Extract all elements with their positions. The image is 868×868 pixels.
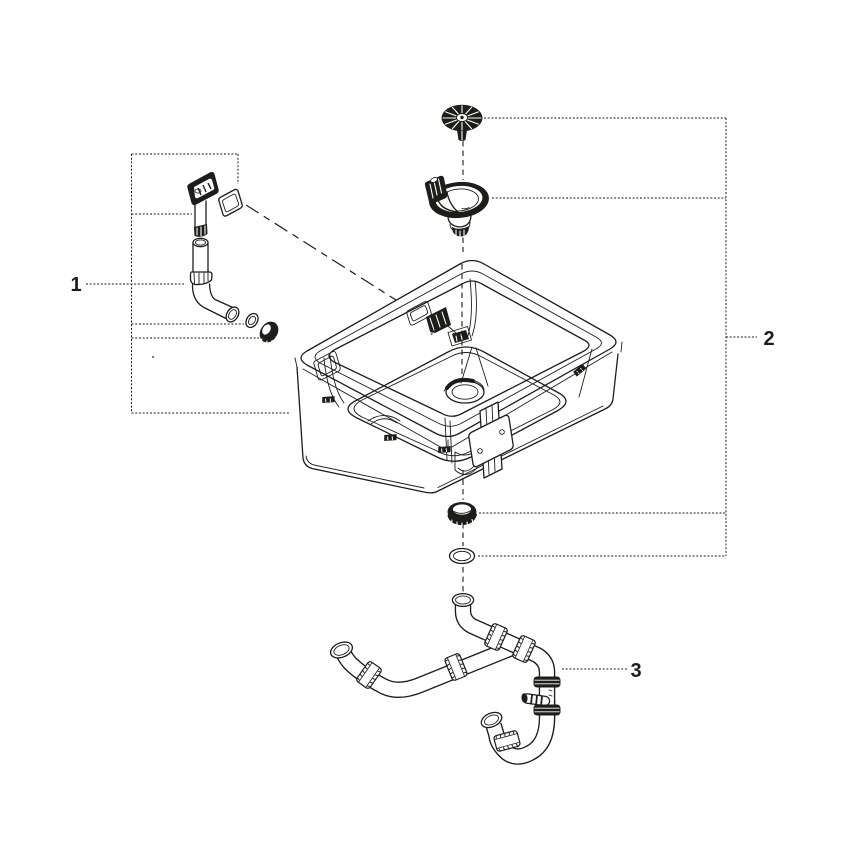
bowl-left-corner-crease: [323, 354, 345, 408]
assembly-centerline: [461, 141, 464, 594]
overflow-cover: [187, 171, 219, 206]
rim-thickness-edges: [294, 341, 623, 449]
sink-bowl-floor-inner: [353, 352, 561, 457]
fastening-clip: [436, 443, 453, 456]
trap-assembly: 3: [329, 592, 642, 765]
compression-ring: [533, 676, 561, 688]
compression-ring: [533, 704, 561, 716]
sink-rim-outer: [300, 259, 617, 438]
overflow-lower-tube: [189, 237, 213, 286]
sink-drain-opening: [443, 346, 489, 404]
mounting-bracket: [468, 401, 514, 479]
bowl-right-corner-crease: [578, 348, 593, 398]
drain-lock-ring: [447, 502, 478, 528]
sink-body-lower-edges: [296, 353, 619, 494]
sink-overflow-hole-left: [313, 351, 341, 381]
strainer-set: 2: [424, 104, 775, 565]
fastening-clip: [320, 393, 337, 406]
strainer-body: [424, 175, 489, 238]
trap-inlet-branch: [451, 592, 556, 706]
callout-3-label: 3: [630, 660, 641, 682]
overflow-upper-tube: [194, 200, 208, 237]
alignment-dash-diagonal: [245, 204, 397, 301]
overflow-o-ring: [245, 312, 259, 329]
bowl-front-corner-crease: [444, 417, 453, 464]
overflow-assembly: 1: [70, 153, 397, 414]
bowl-back-corner-crease: [466, 278, 477, 340]
callout-1-label: 1: [70, 274, 81, 296]
dishwasher-barb-outlet: [521, 693, 551, 707]
overflow-nut: [259, 321, 280, 346]
bracket-screw-hole: [499, 429, 505, 435]
sink: [294, 141, 623, 594]
overflow-gasket-installed-detail: [426, 307, 472, 347]
sealing-washer: [448, 547, 476, 565]
overflow-gasket: [218, 188, 243, 217]
callout-2-lines: [478, 117, 757, 557]
bracket-screw-hole: [477, 448, 483, 454]
overflow-elbow: [191, 283, 240, 323]
trap-long-pipe: [329, 639, 518, 698]
callout-1-lines: [86, 153, 289, 414]
callout-2-label: 2: [763, 328, 774, 350]
strainer-plug: [441, 104, 483, 141]
floor-groove-arc-left: [367, 415, 401, 425]
